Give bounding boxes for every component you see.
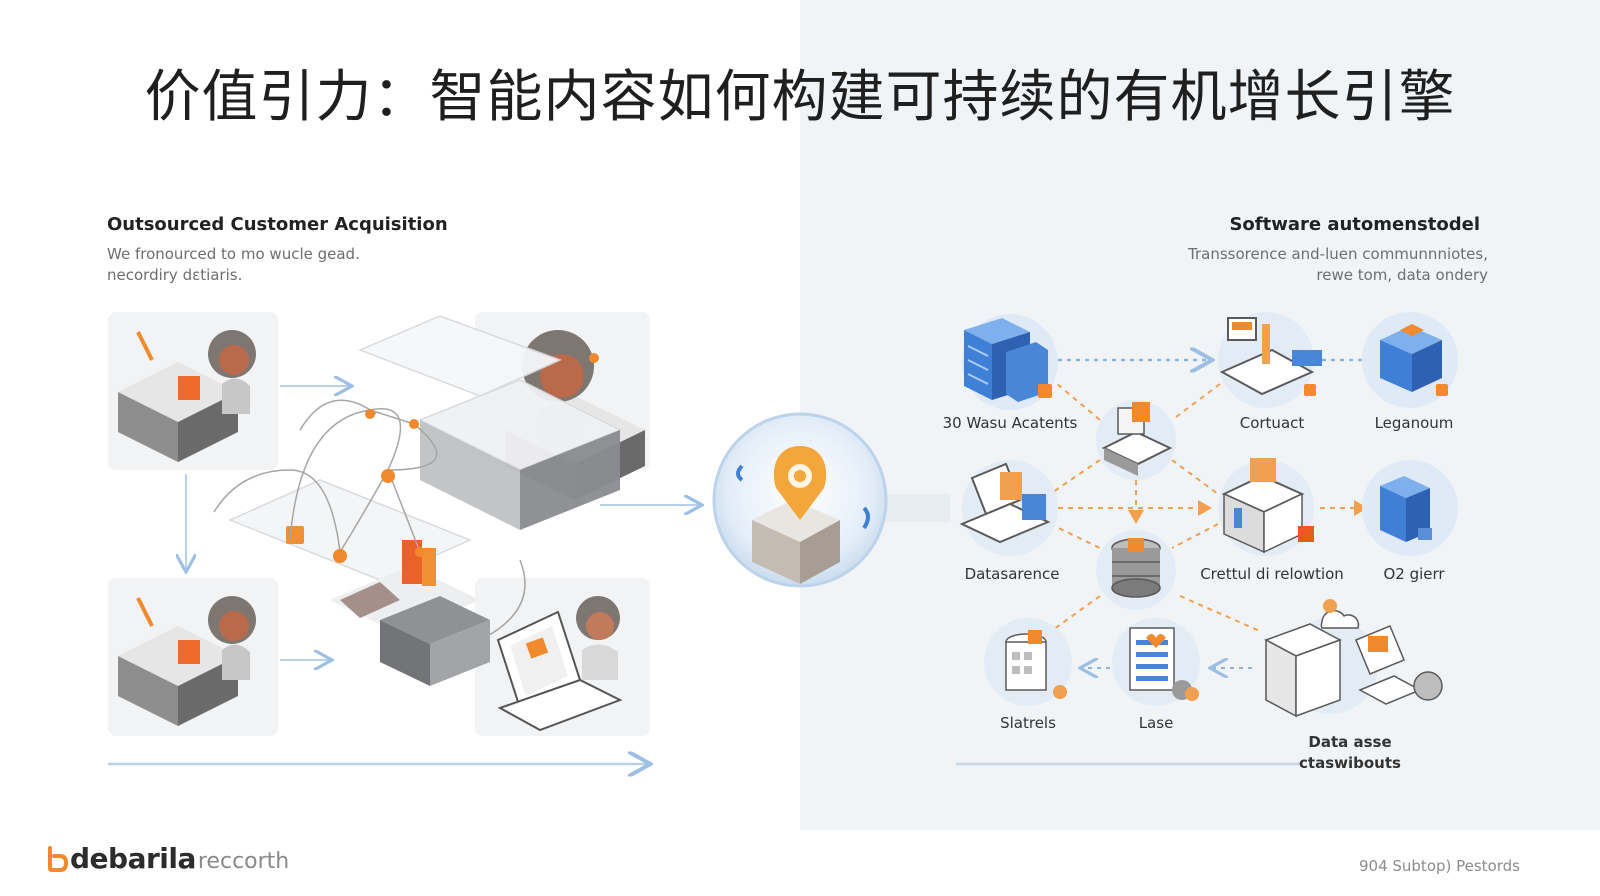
location-pin-icon: [773, 446, 827, 520]
right-section-title: Software automenstodel: [1229, 214, 1480, 235]
brand-logo: debarila reccorth: [46, 842, 289, 875]
node-control-relation: [1218, 458, 1314, 556]
document-icon: [1219, 317, 1322, 396]
cloud-icon: [1320, 599, 1360, 629]
footer-note: 904 Subtop) Pestords: [1358, 857, 1520, 875]
server-icon: [964, 318, 1048, 402]
node-slatrels: [984, 618, 1072, 706]
node-server-rack: [962, 314, 1058, 410]
node-label-lase: Lase: [1138, 714, 1174, 732]
right-connectors: [956, 360, 1368, 766]
agent-desk-icon-2: [118, 596, 256, 726]
right-section-description: Transsorence and-luen communnniotes, rew…: [1188, 244, 1488, 286]
node-label-data-assets: Data asse ctaswibouts: [1299, 732, 1401, 774]
node-label-data-assets-line-1: Data asse: [1308, 733, 1392, 751]
node-data-assets: [1264, 599, 1443, 718]
node-processor: [1096, 400, 1176, 480]
node-label-leganoum: Leganoum: [1374, 414, 1454, 432]
left-desc-line-1: We fronourced to mo wucle gead.: [107, 245, 360, 263]
lead-nodes: [333, 409, 425, 563]
node-label-crettul-relowtion: Crettul di relowtion: [1200, 565, 1344, 583]
left-desc-line-2: necordiry dɛtiaris.: [107, 266, 243, 284]
node-o2-server: [1362, 460, 1458, 556]
agent-desk-icon: [118, 330, 256, 462]
left-section-title: Outsourced Customer Acquisition: [107, 214, 448, 235]
node-lase: [1112, 618, 1200, 706]
slide-title: 价值引力：智能内容如何构建可持续的有机增长引擎: [144, 65, 1456, 130]
left-illustration: [108, 312, 700, 764]
right-panel-background: [800, 0, 1600, 830]
brand-mark-icon: [48, 845, 68, 872]
node-datasource: [959, 460, 1058, 556]
node-label-wasu-acatents: 30 Wasu Acatents: [942, 414, 1078, 432]
database-icon: [1111, 538, 1161, 598]
node-legacy-cube: [1362, 312, 1458, 408]
right-desc-line-2: rewe tom, data ondery: [1316, 266, 1488, 284]
central-workflow-stack: [228, 315, 622, 686]
node-central-database: [1096, 530, 1176, 610]
node-contact: [1218, 312, 1322, 408]
node-label-o2-gierr: O2 gierr: [1383, 565, 1445, 583]
brand-suffix: reccorth: [197, 849, 290, 874]
right-desc-line-1: Transsorence and-luen communnniotes,: [1188, 245, 1488, 263]
node-label-datasarence: Datasarence: [964, 565, 1060, 583]
agent-laptop-icon: [496, 596, 623, 732]
left-section-description: We fronourced to mo wucle gead. necordir…: [107, 244, 360, 286]
center-hub: [712, 412, 950, 588]
lead-network: [213, 399, 526, 641]
node-label-data-assets-line-2: ctaswibouts: [1299, 754, 1401, 772]
node-label-cortuact: Cortuact: [1239, 414, 1305, 432]
node-label-slatrels: Slatrels: [1000, 714, 1056, 732]
brand-name: debarila: [70, 842, 196, 875]
